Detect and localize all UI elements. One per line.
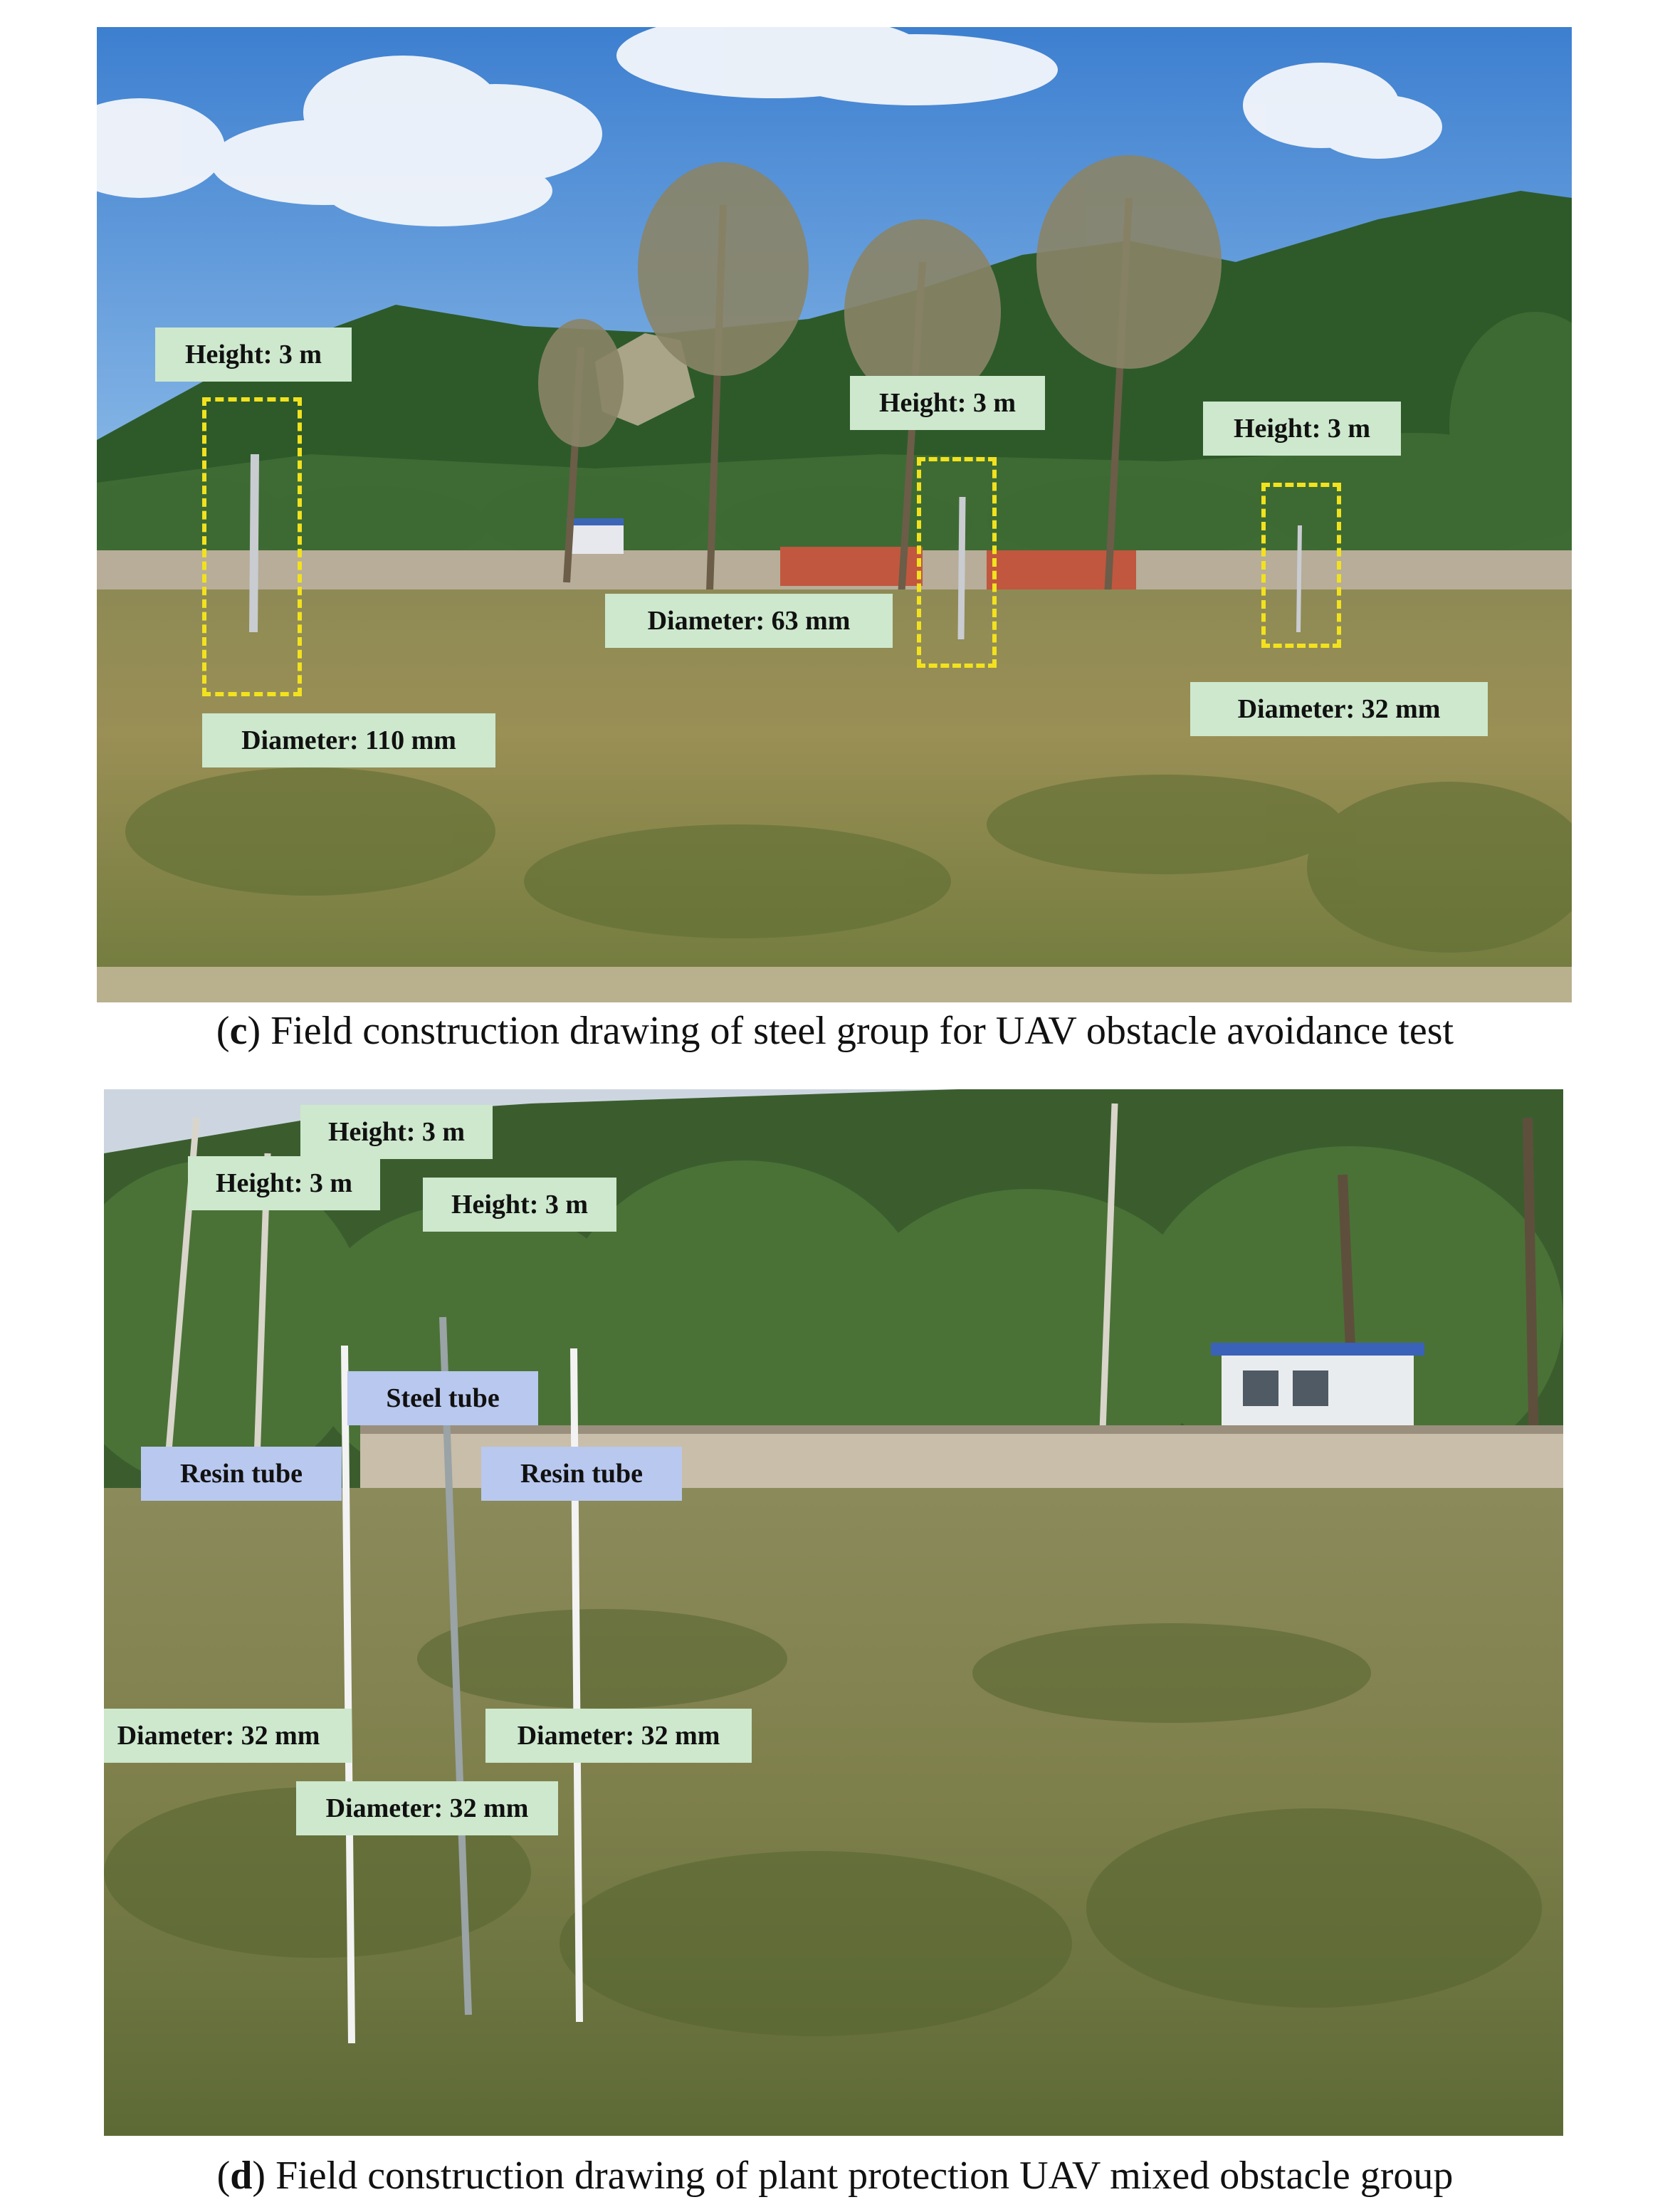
label-diameter-right: Diameter: 32 mm <box>1190 682 1488 736</box>
label-type-middle: Steel tube <box>347 1371 538 1425</box>
photo-panel-d: Height: 3 m Height: 3 m Height: 3 m Resi… <box>104 1089 1563 2136</box>
caption-text: Field construction drawing of steel grou… <box>271 1009 1454 1053</box>
caption-letter: c <box>229 1009 248 1053</box>
label-diameter-middle: Diameter: 63 mm <box>605 594 893 648</box>
field-photo-d <box>104 1089 1563 2136</box>
label-diameter-left: Diameter: 110 mm <box>202 713 495 767</box>
label-height-middle: Height: 3 m <box>300 1105 493 1159</box>
label-type-right: Resin tube <box>481 1447 682 1501</box>
caption-panel-c: (c) Field construction drawing of steel … <box>216 1009 1454 1053</box>
label-height-left: Height: 3 m <box>188 1156 380 1210</box>
caption-text: Field construction drawing of plant prot… <box>275 2154 1454 2198</box>
label-height-right: Height: 3 m <box>423 1178 616 1232</box>
obstacle-marker-right <box>1261 483 1341 648</box>
label-type-left: Resin tube <box>141 1447 342 1501</box>
label-diameter-middle: Diameter: 32 mm <box>296 1781 558 1835</box>
photo-panel-c: Height: 3 m Diameter: 110 mm Height: 3 m… <box>97 27 1572 1002</box>
field-photo-c <box>97 27 1572 1002</box>
label-height-right: Height: 3 m <box>1203 402 1401 456</box>
label-diameter-right: Diameter: 32 mm <box>485 1709 752 1763</box>
caption-panel-d: (d) Field construction drawing of plant … <box>216 2154 1454 2198</box>
label-height-middle: Height: 3 m <box>850 376 1045 430</box>
obstacle-marker-middle <box>917 457 997 668</box>
label-diameter-left: Diameter: 32 mm <box>104 1709 352 1763</box>
label-height-left: Height: 3 m <box>155 327 352 382</box>
obstacle-marker-left <box>202 397 302 696</box>
caption-letter: d <box>230 2154 253 2198</box>
